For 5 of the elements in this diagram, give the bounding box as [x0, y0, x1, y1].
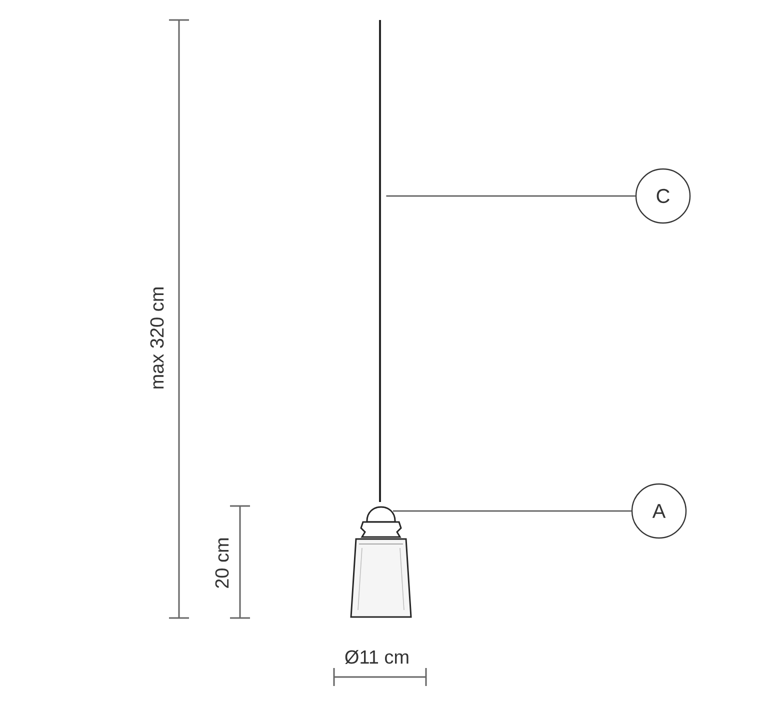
- dimension-label: 20 cm: [215, 538, 229, 588]
- lamp-drawing: [350, 506, 412, 618]
- dimension-label: Ø11 cm: [345, 650, 408, 664]
- dimension-label: max 320 cm: [150, 288, 164, 388]
- leader-line: [392, 510, 632, 512]
